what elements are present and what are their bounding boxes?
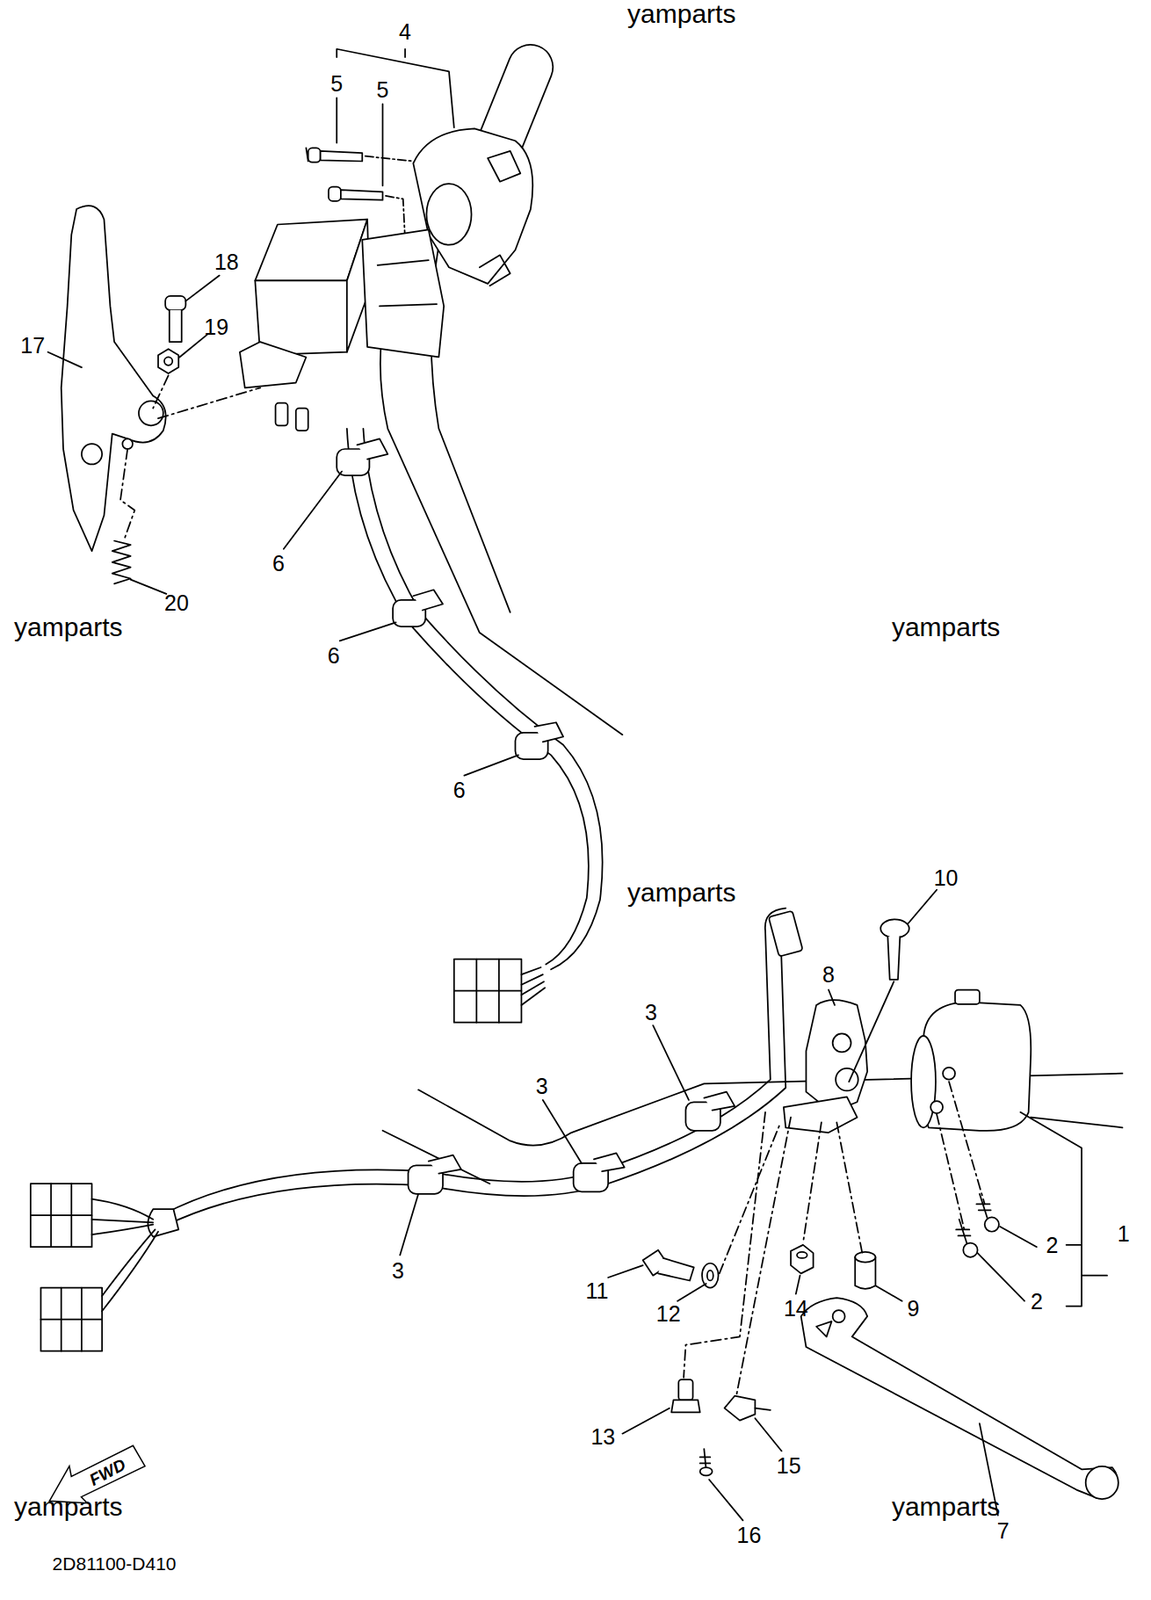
callout-number: 18 xyxy=(214,251,239,274)
callout-number: 9 xyxy=(906,1296,920,1319)
direction-arrow: FWD xyxy=(47,1443,147,1506)
callout-number: 17 xyxy=(20,333,45,356)
callout-number: 16 xyxy=(737,1523,762,1546)
callout-number: 4 xyxy=(398,21,412,44)
callout-number: 3 xyxy=(391,1259,405,1282)
callout-number: 3 xyxy=(535,1074,549,1097)
watermark: yamparts xyxy=(14,614,123,641)
callout-number: 8 xyxy=(822,963,835,986)
watermark: yamparts xyxy=(627,879,736,906)
callout-number: 6 xyxy=(272,552,285,575)
callout-number: 7 xyxy=(997,1520,1010,1542)
callout-number: 20 xyxy=(164,592,189,615)
watermark: yamparts xyxy=(891,1493,1000,1521)
callout-number: 15 xyxy=(776,1454,802,1477)
callout-number: 6 xyxy=(327,644,341,666)
drawing-code: 2D81100-D410 xyxy=(52,1554,177,1573)
callout-number: 13 xyxy=(590,1426,616,1448)
callout-number: 14 xyxy=(783,1296,809,1319)
callout-number: 10 xyxy=(933,866,959,889)
callout-number: 5 xyxy=(330,72,343,95)
callout-number: 1 xyxy=(1117,1223,1130,1246)
callout-number: 19 xyxy=(203,315,229,338)
callout-number: 12 xyxy=(656,1302,681,1325)
callout-number: 2 xyxy=(1030,1289,1043,1312)
callout-number: 5 xyxy=(376,79,390,102)
callout-number: 2 xyxy=(1045,1233,1058,1256)
callout-number: 11 xyxy=(585,1280,609,1303)
callout-number: 3 xyxy=(644,1001,658,1024)
callout-number: 6 xyxy=(453,778,466,801)
watermark: yamparts xyxy=(627,0,736,28)
watermark: yamparts xyxy=(891,614,1000,641)
